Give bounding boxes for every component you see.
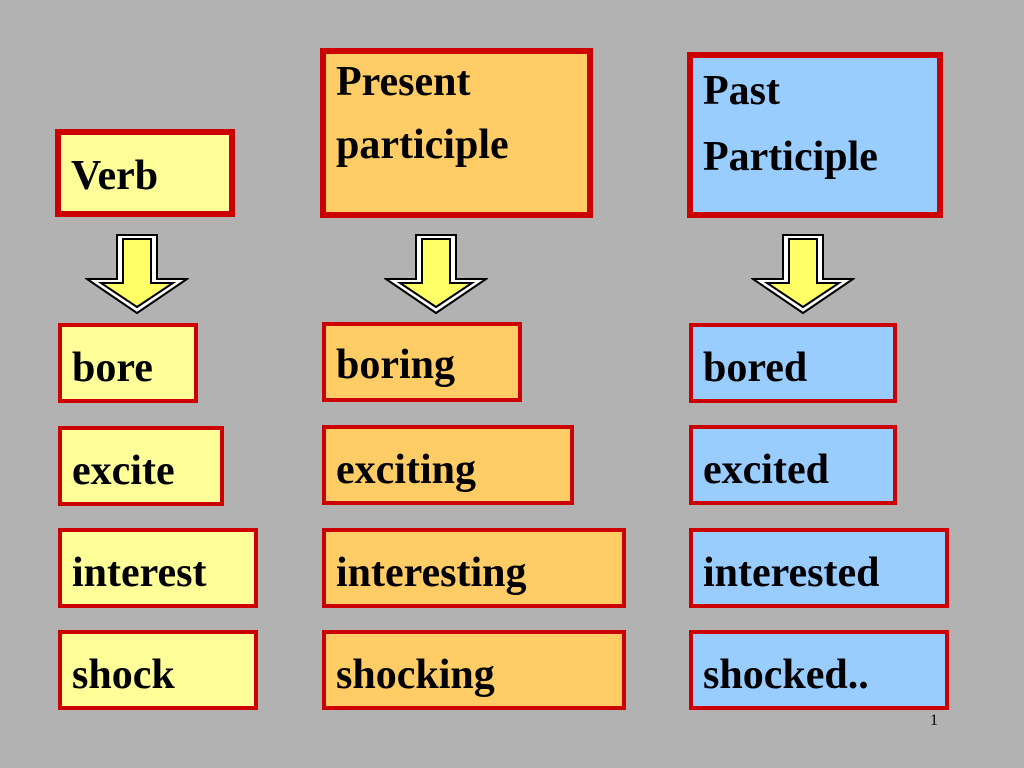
present-participle-header-line1: Present (336, 59, 471, 105)
present-participle-item-label: interesting (336, 550, 527, 596)
present-participle-header: Present participle (320, 48, 593, 218)
past-participle-header-line2: Participle (703, 134, 878, 180)
present-participle-item: boring (322, 322, 522, 402)
past-participle-item: excited (689, 425, 897, 505)
verb-item-label: bore (72, 345, 153, 391)
past-participle-header: Past Participle (687, 52, 943, 218)
down-arrow-icon (384, 234, 488, 315)
present-participle-header-line2: participle (336, 122, 509, 168)
past-participle-item-label: shocked.. (703, 652, 869, 698)
verb-item-label: shock (72, 652, 175, 698)
past-participle-item-label: bored (703, 345, 808, 391)
past-participle-item-label: excited (703, 447, 829, 493)
past-participle-item-label: interested (703, 550, 880, 596)
down-arrow-icon (751, 234, 855, 315)
verb-item-label: excite (72, 448, 175, 494)
present-participle-item: exciting (322, 425, 574, 505)
present-participle-item-label: exciting (336, 447, 476, 493)
down-arrow-icon (85, 234, 189, 315)
past-participle-item: shocked.. (689, 630, 949, 710)
present-participle-item: interesting (322, 528, 626, 608)
verb-item: bore (58, 323, 198, 403)
present-participle-item-label: shocking (336, 652, 495, 698)
verb-item: interest (58, 528, 258, 608)
verb-header: Verb (55, 129, 235, 217)
present-participle-item: shocking (322, 630, 626, 710)
page-number: 1 (930, 712, 938, 729)
past-participle-item: interested (689, 528, 949, 608)
verb-header-label: Verb (71, 153, 159, 199)
verb-item: excite (58, 426, 224, 506)
verb-item-label: interest (72, 550, 207, 596)
verb-item: shock (58, 630, 258, 710)
past-participle-header-line1: Past (703, 68, 780, 114)
past-participle-item: bored (689, 323, 897, 403)
present-participle-item-label: boring (336, 342, 456, 388)
